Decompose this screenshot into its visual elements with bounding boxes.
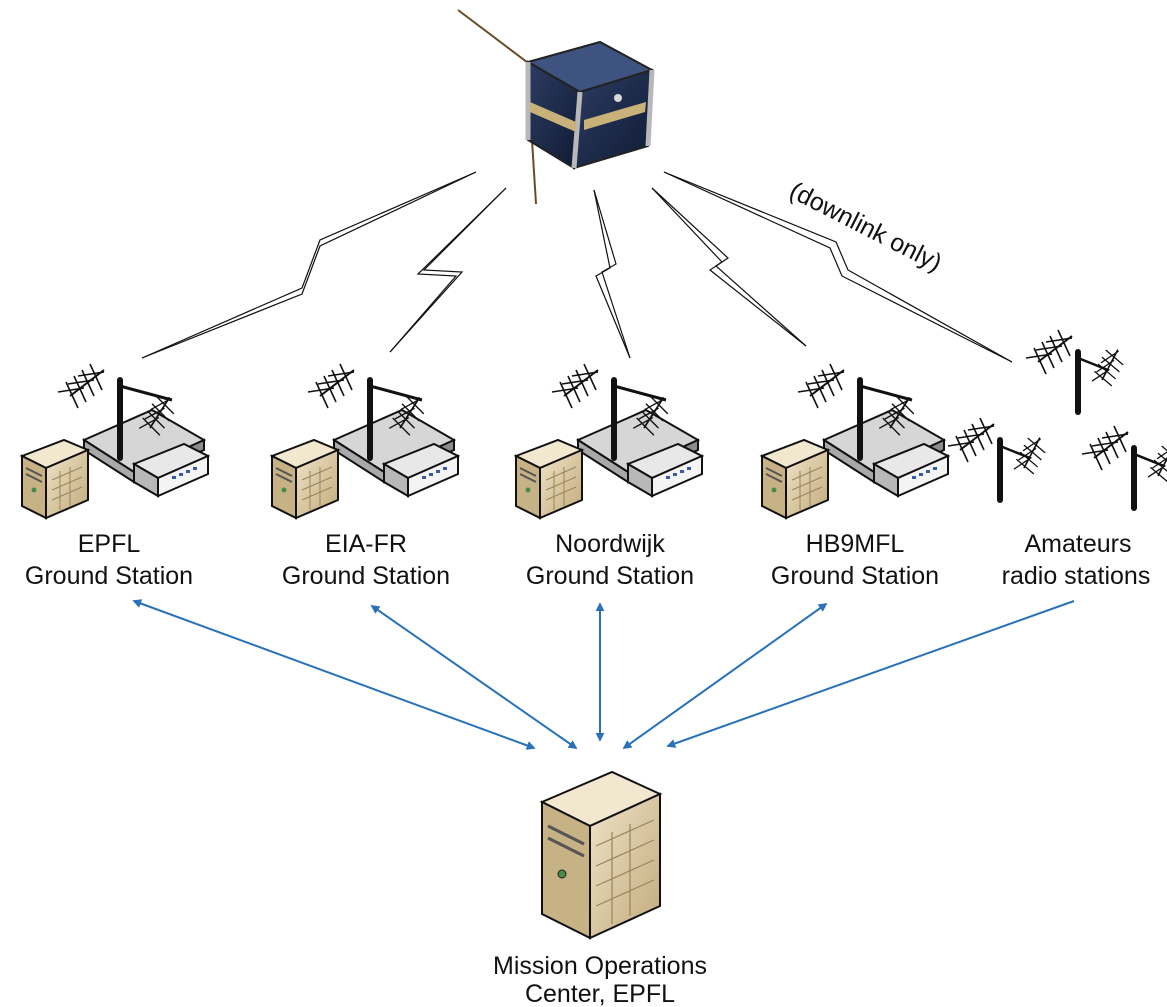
downlink-only-note: (downlink only) <box>785 177 946 278</box>
moc-line1: Mission Operations <box>493 952 707 980</box>
ground-station-icon-hb9mfl <box>762 364 948 518</box>
station-name: EPFL <box>78 530 141 558</box>
station-label-amateurs: Amateurs radio stations <box>1002 530 1151 590</box>
station-name: Noordwijk <box>555 530 665 558</box>
cubesat-icon <box>457 9 655 205</box>
ground-station-icon-noordwijk <box>516 364 702 518</box>
radio-link-epfl <box>141 171 477 359</box>
data-links <box>132 599 1075 750</box>
amateurs-line1: Amateurs <box>1025 530 1132 558</box>
data-link-hb9mfl <box>622 602 828 750</box>
station-type: Ground Station <box>282 562 450 590</box>
data-link-epfl <box>132 599 536 750</box>
ground-station-icon-eia <box>272 364 458 518</box>
ground-station-icon-epfl <box>22 364 208 518</box>
amateur-antennas-icon <box>948 330 1167 508</box>
data-link-amateurs <box>666 600 1075 748</box>
station-type: Ground Station <box>771 562 939 590</box>
moc-line2: Center, EPFL <box>525 980 675 1007</box>
server-tower-icon <box>539 770 663 940</box>
data-link-eia <box>370 604 578 750</box>
radio-link-amateurs <box>663 171 1013 363</box>
amateurs-line2: radio stations <box>1002 562 1151 590</box>
radio-link-hb9mfl <box>651 187 807 347</box>
station-label-epfl: EPFL Ground Station <box>25 530 193 590</box>
station-name: EIA-FR <box>325 530 407 558</box>
station-label-noordwijk: Noordwijk Ground Station <box>526 530 694 590</box>
station-label-eia: EIA-FR Ground Station <box>282 530 450 590</box>
radio-links <box>141 171 1013 363</box>
station-type: Ground Station <box>25 562 193 590</box>
moc-label: Mission Operations Center, EPFL <box>493 952 707 1007</box>
radio-link-noordwijk <box>593 189 631 359</box>
station-label-hb9mfl: HB9MFL Ground Station <box>771 530 939 590</box>
radio-link-eia <box>389 187 507 353</box>
station-type: Ground Station <box>526 562 694 590</box>
station-name: HB9MFL <box>806 530 905 558</box>
